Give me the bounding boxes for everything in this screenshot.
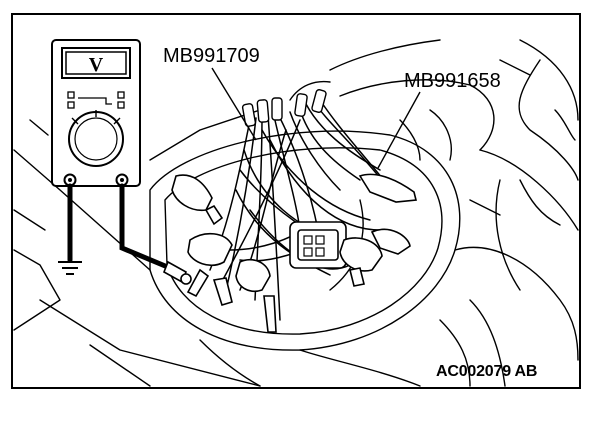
leader-mb991658 bbox=[377, 91, 421, 169]
figure-id: AC002079 AB bbox=[436, 363, 538, 380]
meter-switch bbox=[67, 91, 75, 99]
meter-switch bbox=[67, 101, 75, 109]
multimeter: V bbox=[51, 39, 141, 187]
alligator-clips bbox=[171, 173, 418, 333]
figure-frame bbox=[11, 13, 581, 389]
callout-mb991658: MB991658 bbox=[404, 70, 501, 92]
leader-mb991709 bbox=[211, 67, 257, 141]
positive-lead bbox=[119, 183, 173, 271]
meter-switch bbox=[117, 101, 125, 109]
callout-leaders bbox=[211, 67, 421, 169]
callout-mb991709: MB991709 bbox=[163, 45, 260, 67]
harness-connector bbox=[289, 221, 347, 269]
probe-leads bbox=[67, 183, 173, 271]
meter-display-symbol: V bbox=[89, 54, 104, 76]
ground-icon bbox=[58, 261, 82, 275]
harness-plugs bbox=[241, 89, 327, 127]
meter-switch bbox=[117, 91, 125, 99]
probe-tip bbox=[162, 260, 192, 285]
